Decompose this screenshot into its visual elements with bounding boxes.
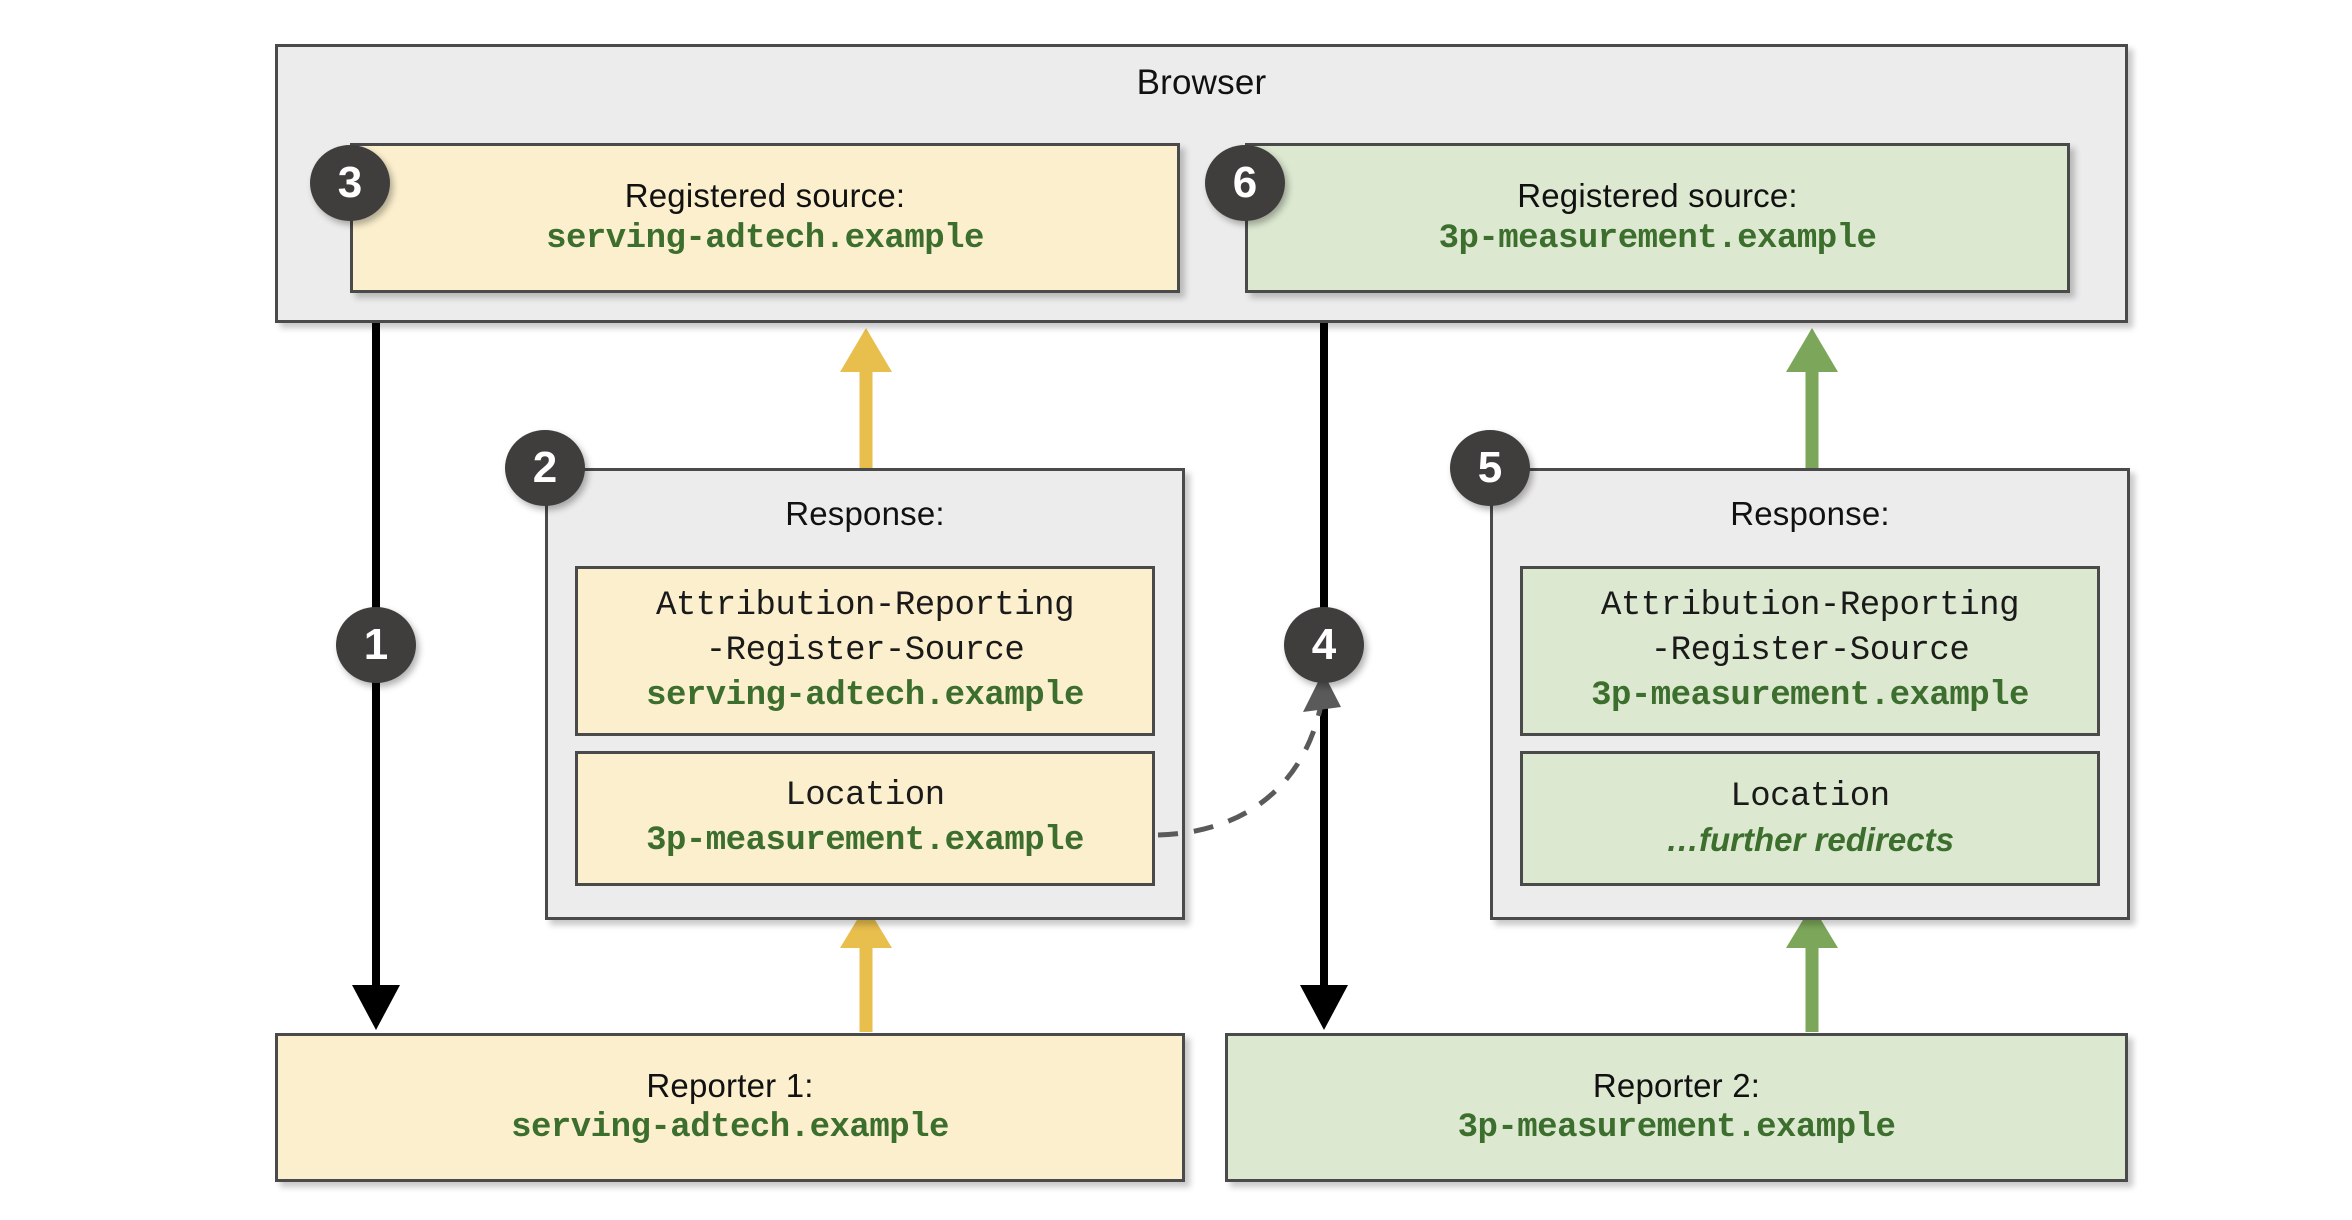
step-badge-5[interactable]: 5 [1450,430,1530,506]
registered-source-label-6: Registered source: [1517,177,1798,215]
response-panel-5: Response: Attribution-Reporting -Registe… [1490,468,2130,920]
reporter-label-2: Reporter 2: [1592,1066,1761,1104]
step-badge-4[interactable]: 4 [1284,607,1364,683]
response-title-5: Response: [1730,495,1890,532]
registered-source-box-6: Registered source: 3p-measurement.exampl… [1245,143,2070,293]
arrow-response5-to-browser [1786,328,1838,470]
response-header-box-5-0: Attribution-Reporting -Register-Source 3… [1520,566,2100,736]
arrow-reporter2-to-response [1786,905,1838,1032]
header-name-line1-5-1: Location [1730,777,1890,816]
response-header-box-5-1: Location …further redirects [1520,751,2100,886]
reporter-box-2: Reporter 2: 3p-measurement.example [1225,1033,2128,1182]
header-name-line1-2-0: Attribution-Reporting [656,587,1074,626]
arrow-response2-to-browser [840,328,892,470]
step-badge-6[interactable]: 6 [1205,145,1285,221]
header-value-2-0: serving-adtech.example [646,676,1084,715]
response-header-box-2-1: Location 3p-measurement.example [575,751,1155,886]
reporter-value-1: serving-adtech.example [511,1109,949,1148]
reporter-box-1: Reporter 1: serving-adtech.example [275,1033,1185,1182]
reporter-label-1: Reporter 1: [646,1066,814,1104]
response-title-2: Response: [785,495,945,532]
step-badge-3[interactable]: 3 [310,145,390,221]
browser-title: Browser [1136,63,1267,102]
header-name-line1-2-1: Location [785,776,945,815]
arrow-reporter1-to-response [840,905,892,1032]
header-name-line1-5-0: Attribution-Reporting [1601,587,2019,626]
registered-source-label-3: Registered source: [624,177,906,215]
response-header-box-2-0: Attribution-Reporting -Register-Source s… [575,566,1155,736]
step-badge-1[interactable]: 1 [336,607,416,683]
response-panel-2: Response: Attribution-Reporting -Registe… [545,468,1185,920]
header-value-5-0: 3p-measurement.example [1591,676,2029,715]
registered-source-box-3: Registered source: serving-adtech.exampl… [350,143,1180,293]
header-value-5-1: …further redirects [1666,821,1954,859]
header-value-2-1: 3p-measurement.example [646,821,1084,860]
header-name-line2-2-0: -Register-Source [705,631,1025,670]
registered-source-value-3: serving-adtech.example [546,219,984,258]
reporter-value-2: 3p-measurement.example [1457,1109,1896,1148]
step-badge-2[interactable]: 2 [505,430,585,506]
header-name-line2-5-0: -Register-Source [1650,631,1970,670]
registered-source-value-6: 3p-measurement.example [1438,219,1877,258]
